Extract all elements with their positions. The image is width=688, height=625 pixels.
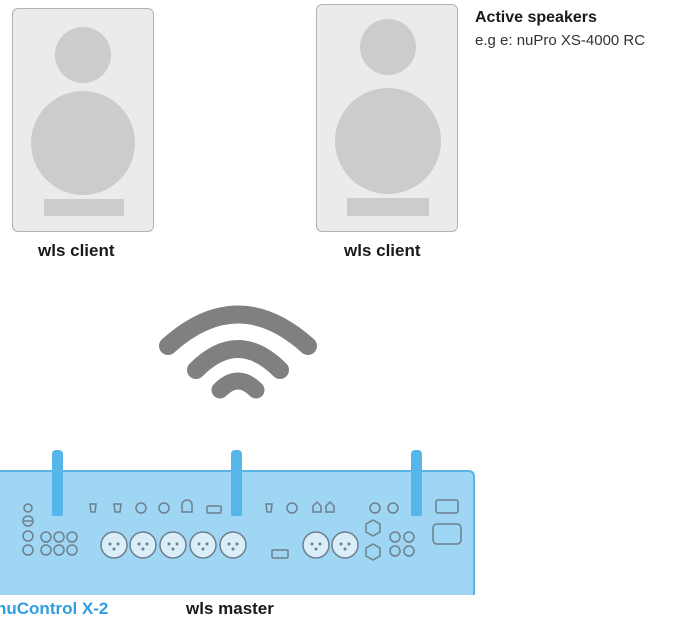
speaker-port	[347, 198, 429, 216]
speaker-tweeter	[360, 19, 416, 75]
speaker-right-label: wls client	[344, 241, 421, 260]
speaker-driver-icon	[31, 27, 135, 216]
speaker-tweeter	[55, 27, 111, 83]
device-name-label: nuControl X-2	[0, 599, 109, 618]
speaker-right	[316, 4, 458, 232]
speaker-left	[12, 8, 154, 232]
speaker-woofer	[31, 91, 135, 195]
device-rear-panel	[0, 450, 475, 595]
xlr-connector-icon	[100, 531, 359, 559]
speaker-woofer	[335, 88, 441, 194]
device-role-label: wls master	[186, 599, 274, 618]
speaker-note-subtitle: e.g e: nuPro XS-4000 RC	[475, 32, 646, 49]
speaker-driver-icon	[335, 19, 441, 216]
wifi-icon	[159, 305, 317, 399]
speaker-note-title: Active speakers	[475, 9, 597, 26]
speaker-port	[44, 199, 124, 216]
speaker-left-label: wls client	[38, 241, 115, 260]
